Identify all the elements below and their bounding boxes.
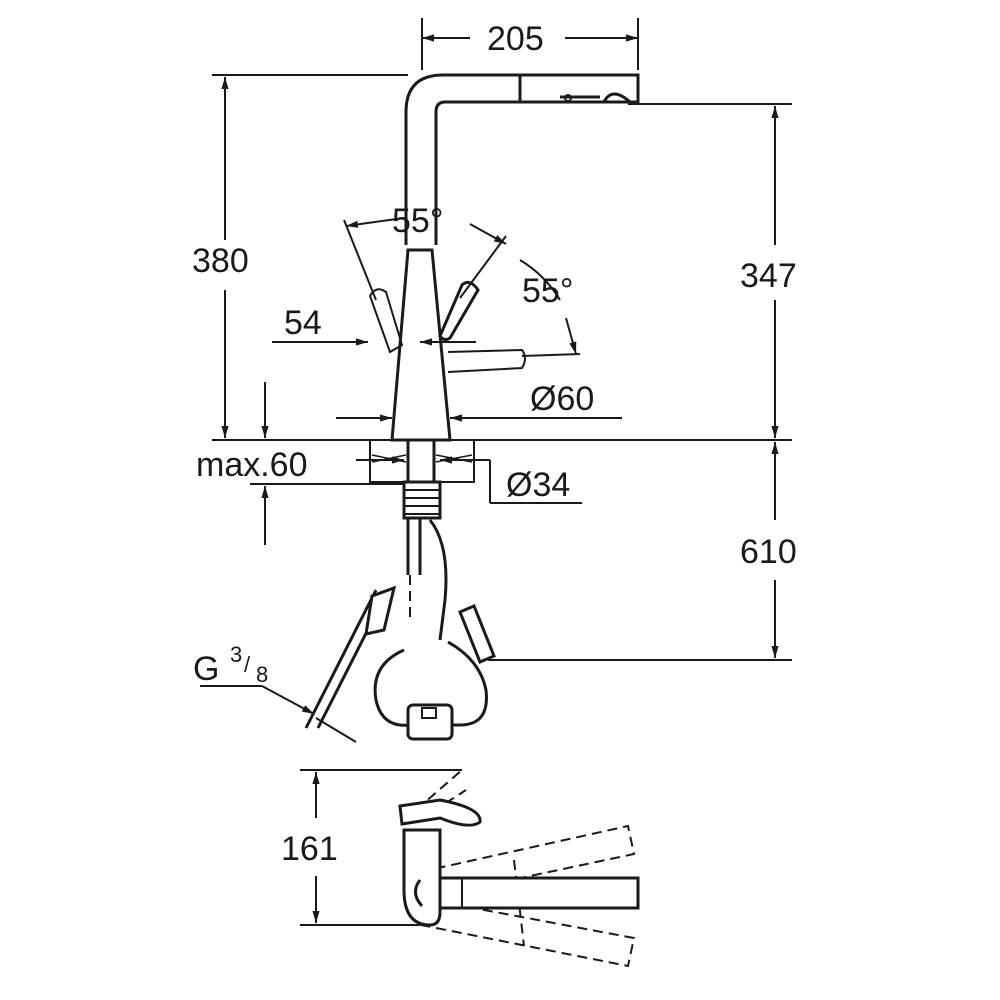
- connection-thread-numerator: 3: [230, 642, 242, 667]
- dim-lever-angle-side: 55°: [519, 259, 581, 357]
- spout-reach-label: 205: [487, 20, 544, 58]
- top-view-depth-label: 161: [281, 830, 338, 868]
- supply-hoses: [304, 518, 496, 741]
- connection-fitting-left: [364, 585, 397, 636]
- lever-handle-ghost-left: [368, 288, 404, 354]
- fixing-nut: [402, 480, 442, 520]
- dim-lever-offset: 54: [272, 304, 476, 346]
- lever-angle-top-label: 55°: [392, 202, 443, 240]
- dim-base-diameter: Ø60: [336, 380, 622, 422]
- spout-swivel-ghost-down: [415, 897, 636, 968]
- outlet-height-label: 347: [740, 257, 797, 295]
- lever-top: [398, 798, 482, 827]
- max-deck-thickness-label: max.60: [196, 446, 308, 484]
- spout-swivel-ghost-up: [419, 824, 636, 899]
- lever-handle: [438, 280, 480, 342]
- spray-head-button: [564, 94, 572, 102]
- connection-thread-denominator: 8: [256, 662, 268, 687]
- dim-connection-thread: G 3 / 8: [193, 642, 357, 743]
- dim-lever-angle-top: 55°: [343, 202, 507, 301]
- faucet-side-view: [368, 73, 640, 442]
- dim-hole-diameter: Ø34: [356, 456, 582, 504]
- dim-hose-length: 610: [488, 442, 797, 661]
- spray-head: [518, 75, 631, 104]
- body-top: [402, 828, 442, 927]
- connection-thread-slash: /: [244, 652, 251, 677]
- pull-out-hose: [428, 519, 448, 641]
- connection-fitting-right: [458, 604, 496, 664]
- lever-offset-label: 54: [284, 304, 322, 342]
- dim-top-view-depth: 161: [281, 769, 462, 926]
- faucet-top-view: [398, 769, 640, 968]
- hole-diameter-label: Ø34: [506, 466, 570, 504]
- spout-outline: [404, 73, 640, 245]
- hose-length-label: 610: [740, 533, 797, 571]
- dim-total-height: 380: [192, 74, 408, 438]
- lever-angle-side-label: 55°: [522, 272, 573, 310]
- dim-spout-reach: 205: [421, 18, 639, 70]
- connection-thread-prefix: G: [193, 650, 219, 688]
- hose-weight: [406, 703, 454, 741]
- dim-max-deck-thickness: max.60: [196, 382, 404, 545]
- spout-top: [418, 876, 640, 910]
- mounting-shank: [406, 438, 436, 484]
- total-height-label: 380: [192, 242, 249, 280]
- base-diameter-label: Ø60: [530, 380, 594, 418]
- lever-handle-ghost-side: [447, 348, 526, 373]
- dim-outlet-height: 347: [628, 103, 797, 438]
